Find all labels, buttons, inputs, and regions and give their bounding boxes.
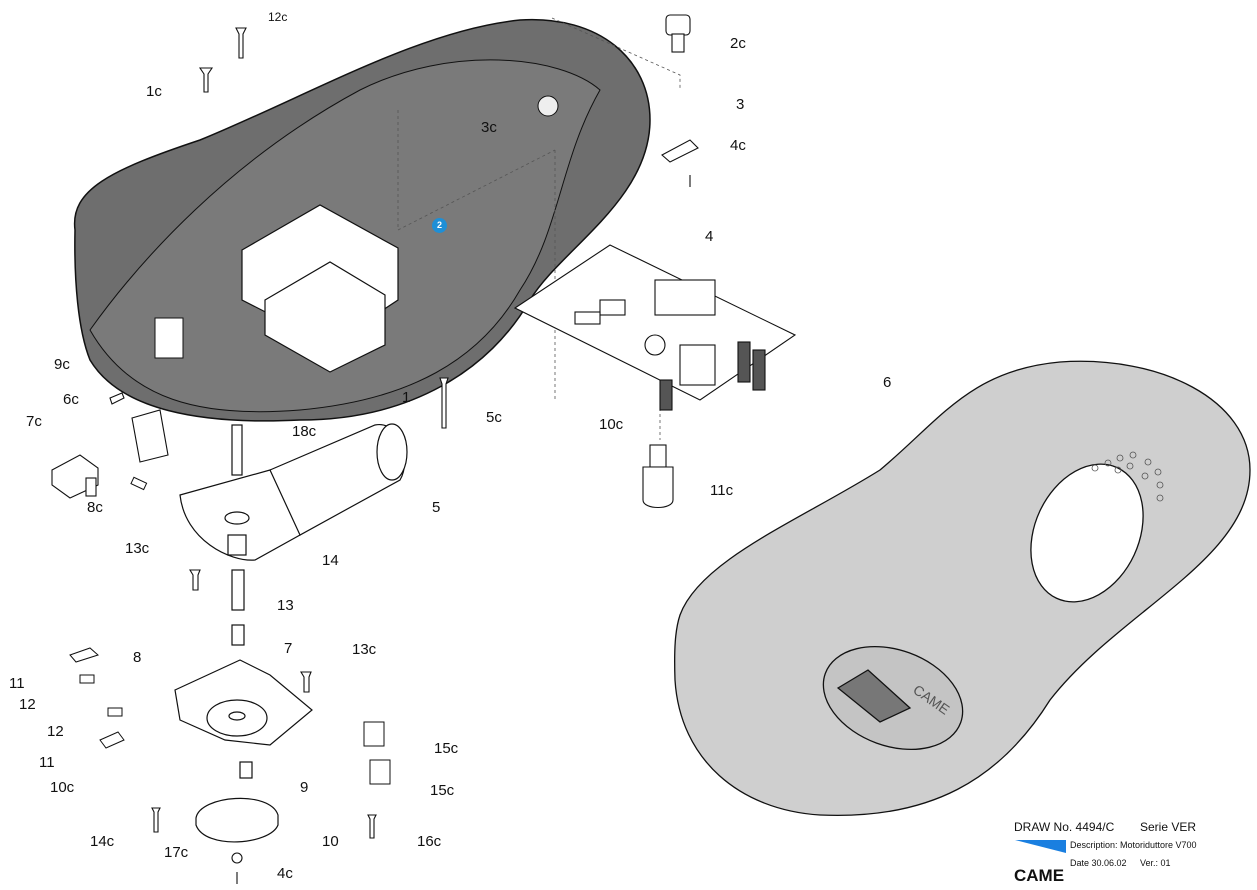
limit-switch-7c bbox=[131, 409, 169, 463]
bracket-4c bbox=[661, 139, 699, 187]
callout-10c-mid: 10c bbox=[599, 416, 624, 433]
brand-logo-text: CAME bbox=[1014, 866, 1065, 885]
lamp-11c bbox=[642, 444, 674, 509]
callout-8: 8 bbox=[133, 649, 142, 666]
callout-7: 7 bbox=[284, 640, 293, 657]
callout-15c-b: 15c bbox=[430, 782, 455, 799]
cover-vent-holes bbox=[1091, 451, 1164, 502]
motor-assembly bbox=[179, 423, 408, 611]
callout-5c: 5c bbox=[486, 409, 502, 426]
transformer-block bbox=[241, 204, 399, 373]
callout-7c: 7c bbox=[26, 413, 42, 430]
callout-4: 4 bbox=[705, 228, 714, 245]
callout-16c: 16c bbox=[417, 833, 442, 850]
housing-label-plate bbox=[154, 317, 184, 359]
bulb-holder-2c bbox=[665, 14, 691, 53]
callout-12-a: 12 bbox=[19, 696, 36, 713]
drawing-description: Description: Motoriduttore V700 bbox=[1070, 840, 1197, 850]
callout-14: 14 bbox=[322, 552, 339, 569]
capacitor-8c bbox=[51, 454, 99, 499]
callout-8c: 8c bbox=[87, 499, 103, 516]
callout-13c-b: 13c bbox=[352, 641, 377, 658]
callout-17c: 17c bbox=[164, 844, 189, 861]
callout-1: 1 bbox=[402, 389, 411, 406]
callout-3: 3 bbox=[736, 96, 745, 113]
callout-12c: 12c bbox=[268, 10, 288, 24]
callout-6: 6 bbox=[883, 374, 892, 391]
callout-9c: 9c bbox=[54, 356, 70, 373]
gearbox-flange bbox=[174, 624, 313, 779]
callout-13c-a: 13c bbox=[125, 540, 150, 557]
callout-5: 5 bbox=[432, 499, 441, 516]
callout-9: 9 bbox=[300, 779, 309, 796]
screws bbox=[109, 27, 449, 884]
callout-12-b: 12 bbox=[47, 723, 64, 740]
callout-15c-a: 15c bbox=[434, 740, 459, 757]
callout-4c-bottom: 4c bbox=[277, 865, 293, 882]
circuit-board bbox=[513, 244, 797, 411]
callout-13: 13 bbox=[277, 597, 294, 614]
callout-1c: 1c bbox=[146, 83, 162, 100]
top-cover bbox=[674, 360, 1251, 817]
callout-11c: 11c bbox=[710, 482, 734, 499]
callout-2c: 2c bbox=[730, 35, 746, 52]
numbered-marker-badge: 2 bbox=[432, 218, 447, 233]
callout-6c: 6c bbox=[63, 391, 79, 408]
callout-11-b: 11 bbox=[39, 754, 55, 771]
callout-14c: 14c bbox=[90, 833, 115, 850]
brand-wedge-icon bbox=[1015, 840, 1066, 853]
callout-4c-top: 4c bbox=[730, 137, 746, 154]
housing-base bbox=[73, 18, 651, 422]
callout-3c: 3c bbox=[481, 119, 497, 136]
pin-8c bbox=[130, 476, 148, 491]
housing-grommet bbox=[537, 95, 559, 117]
cam-clips bbox=[69, 647, 125, 749]
cap-17c bbox=[195, 797, 279, 843]
drawing-number: DRAW No. 4494/C bbox=[1014, 820, 1115, 834]
drawing-date: Date 30.06.02 bbox=[1070, 858, 1127, 868]
connectors-15c bbox=[363, 721, 391, 785]
callout-10: 10 bbox=[322, 833, 339, 850]
drawing-version: Ver.: 01 bbox=[1140, 858, 1171, 868]
callout-11-a: 11 bbox=[9, 675, 25, 692]
drawing-serie: Serie VER bbox=[1140, 820, 1197, 834]
callout-18c: 18c bbox=[292, 423, 317, 440]
callout-10c-low: 10c bbox=[50, 779, 75, 796]
